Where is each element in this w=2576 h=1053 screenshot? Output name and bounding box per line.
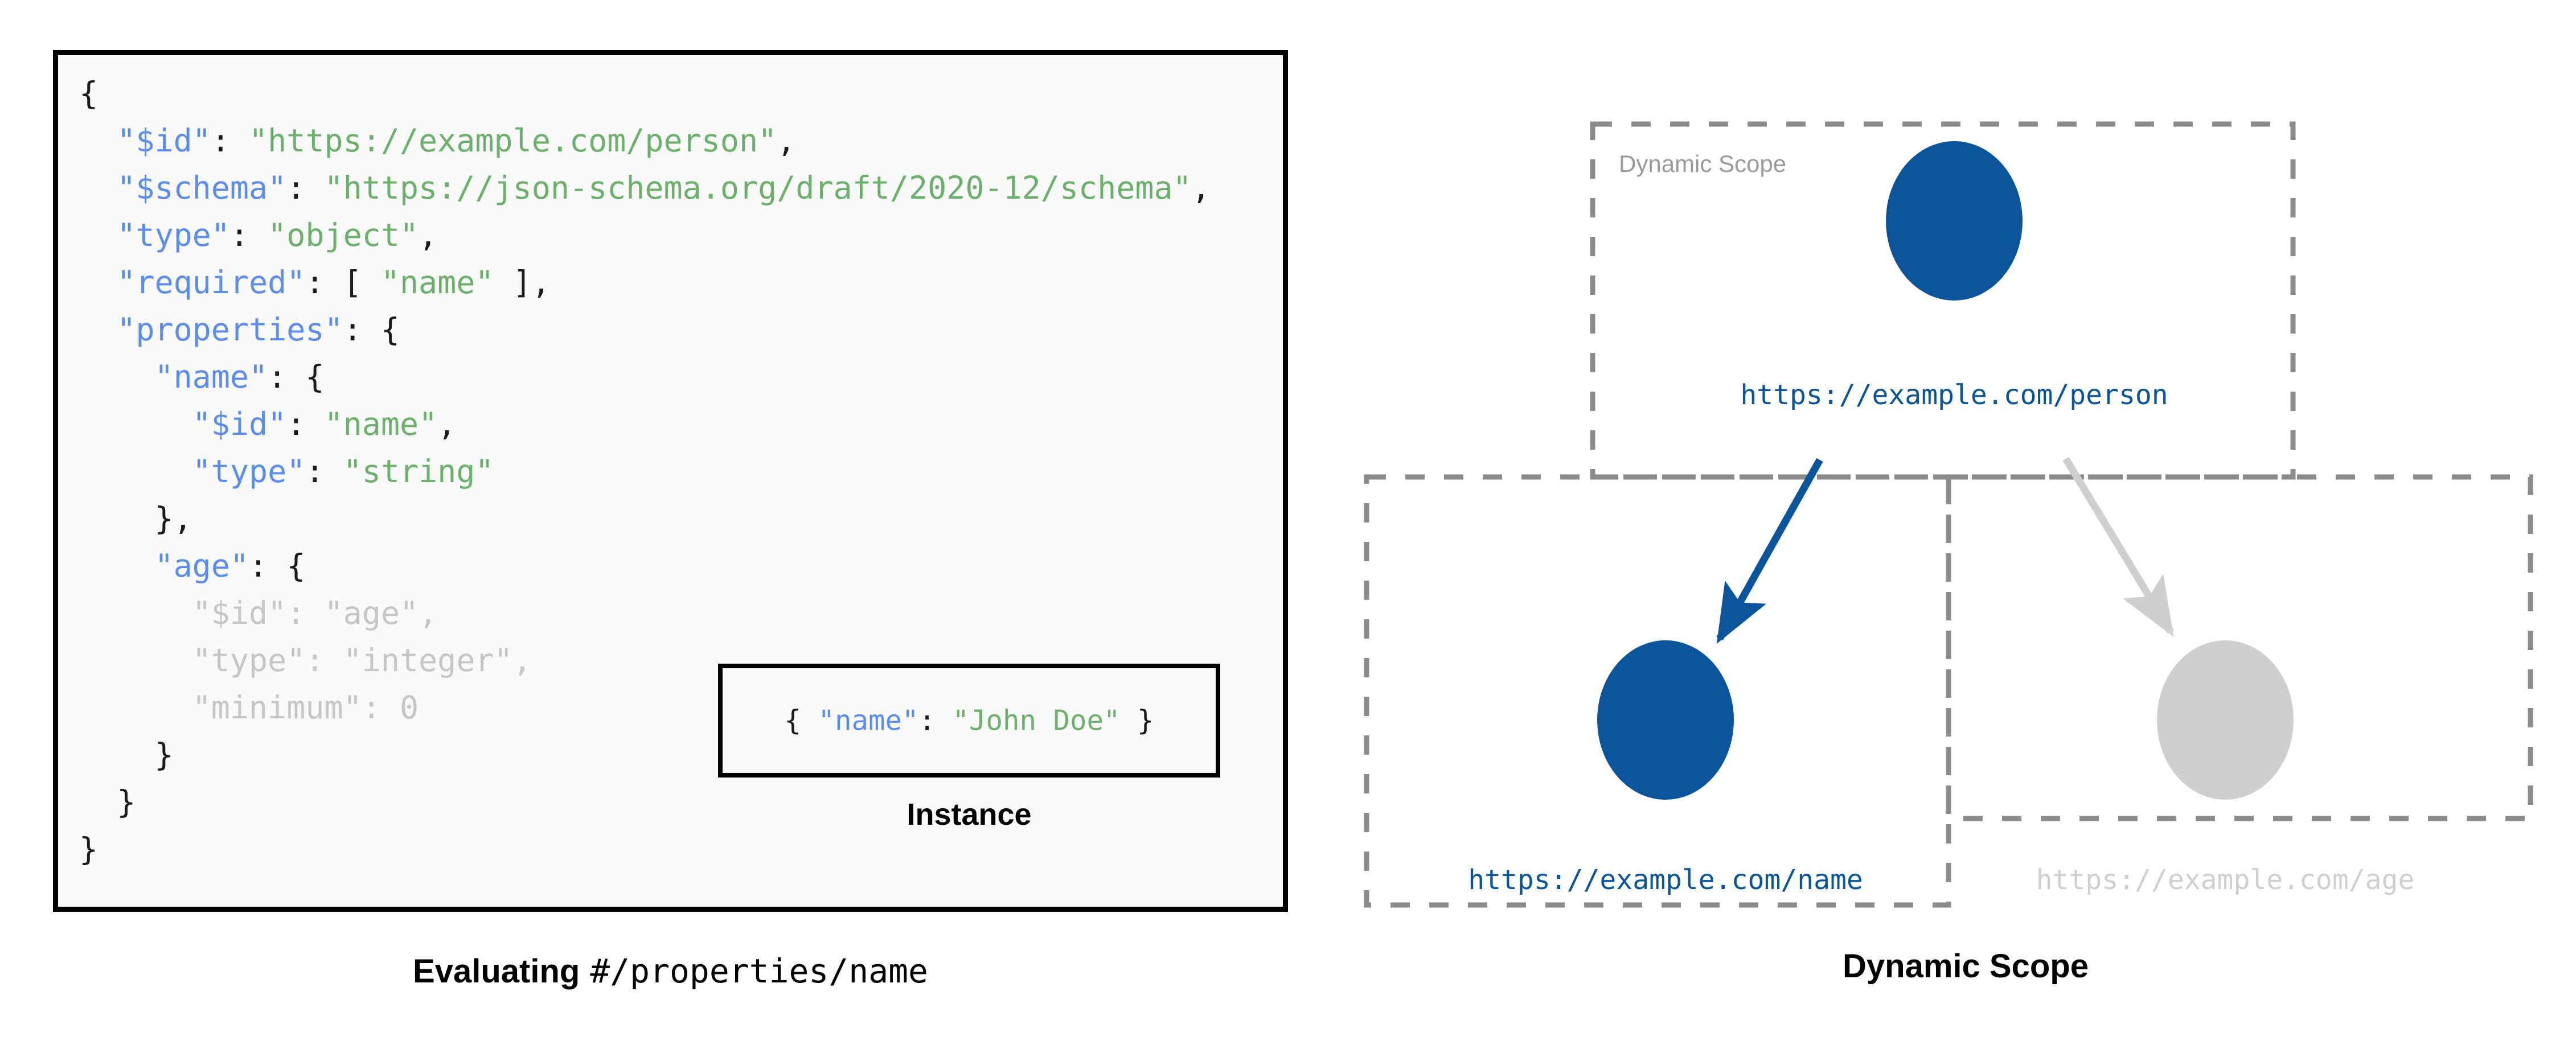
code-line: "$id": "name",: [79, 401, 1211, 448]
code-token: "name": [324, 406, 438, 442]
code-token: "object": [268, 217, 419, 253]
code-token: ,: [1191, 170, 1211, 206]
code-line: }: [79, 826, 1211, 873]
code-token: : {: [343, 311, 400, 348]
code-line: "$id": "age",: [79, 590, 1211, 637]
node-name: [1597, 640, 1734, 800]
code-token: : [: [305, 264, 381, 301]
code-token: :: [211, 122, 249, 159]
code-token: "integer": [343, 642, 513, 678]
left-caption-pointer: #/properties/name: [590, 952, 928, 990]
right-caption: Dynamic Scope: [1843, 948, 2089, 985]
node-person: [1886, 141, 2023, 301]
code-token: "properties": [117, 311, 343, 348]
code-token: :: [286, 170, 325, 206]
code-token: "$id": [192, 595, 287, 631]
node-label-age: https://example.com/age: [2036, 864, 2415, 896]
code-token: }: [154, 737, 174, 773]
instance-token: {: [784, 704, 818, 737]
code-line: }: [79, 731, 1211, 779]
code-token: "minimum": [192, 689, 362, 726]
instance-token: "John Doe": [952, 704, 1121, 737]
code-line: "minimum": 0: [79, 684, 1211, 731]
code-token: "type": [117, 217, 230, 253]
code-token: }: [117, 784, 136, 820]
scope-title-label: Dynamic Scope: [1619, 150, 1786, 177]
code-token: "$id": [117, 122, 211, 159]
code-line: }: [79, 779, 1211, 826]
edge-person-to-name: [1716, 458, 1823, 644]
code-token: "$id": [192, 406, 287, 442]
code-token: "https://example.com/person": [249, 122, 777, 159]
code-token: "name": [154, 359, 268, 395]
code-token: "string": [343, 453, 494, 490]
code-token: },: [154, 500, 192, 537]
instance-token: "name": [818, 704, 919, 737]
node-age: [2157, 640, 2294, 800]
code-line: "age": {: [79, 542, 1211, 590]
code-token: ],: [494, 264, 551, 301]
code-token: ,: [419, 217, 438, 253]
code-line: "$id": "https://example.com/person",: [79, 117, 1211, 164]
instance-box: { "name": "John Doe" }: [718, 664, 1220, 778]
scope-box-age: [1946, 474, 2533, 821]
instance-code: { "name": "John Doe" }: [723, 705, 1216, 737]
code-token: {: [79, 75, 99, 112]
code-line: "properties": {: [79, 306, 1211, 353]
code-token: :: [286, 595, 325, 631]
code-line: {: [79, 70, 1211, 117]
code-token: ,: [419, 595, 438, 631]
code-token: ,: [777, 122, 796, 159]
scope-box-person: [1590, 121, 2296, 480]
node-label-name: https://example.com/name: [1468, 864, 1863, 896]
dynamic-scope-diagram: Dynamic Scope https://example.com/person…: [1355, 97, 2576, 933]
schema-code-block: { "$id": "https://example.com/person", "…: [79, 70, 1211, 873]
code-token: "age": [324, 595, 419, 631]
code-line: "required": [ "name" ],: [79, 259, 1211, 306]
code-token: "name": [380, 264, 494, 301]
code-token: "$schema": [117, 170, 287, 206]
instance-token: :: [918, 704, 953, 737]
left-caption-bold: Evaluating: [413, 953, 580, 990]
code-token: :: [362, 689, 400, 726]
instance-label: Instance: [906, 797, 1032, 832]
code-line: "type": "integer",: [79, 637, 1211, 684]
code-token: ,: [437, 406, 457, 442]
code-line: "name": {: [79, 353, 1211, 401]
instance-token: }: [1120, 704, 1154, 737]
code-token: :: [286, 406, 325, 442]
code-token: "required": [117, 264, 306, 301]
code-line: },: [79, 495, 1211, 542]
code-line: "type": "object",: [79, 212, 1211, 259]
code-token: "type": [192, 642, 306, 678]
code-line: "type": "string": [79, 448, 1211, 495]
edge-person-to-age: [2062, 456, 2174, 637]
code-token: :: [305, 453, 343, 490]
code-token: 0: [399, 689, 419, 726]
code-token: "age": [154, 548, 249, 584]
code-token: : {: [249, 548, 306, 584]
left-caption: Evaluating #/properties/name: [53, 952, 1288, 990]
code-line: "$schema": "https://json-schema.org/draf…: [79, 164, 1211, 212]
code-token: ,: [512, 642, 532, 678]
code-token: "https://json-schema.org/draft/2020-12/s…: [324, 170, 1192, 206]
code-token: :: [305, 642, 343, 678]
code-token: "type": [192, 453, 306, 490]
code-token: :: [229, 217, 268, 253]
node-label-person: https://example.com/person: [1740, 379, 2168, 411]
code-token: : {: [268, 359, 325, 395]
code-token: }: [79, 831, 99, 867]
schema-code-panel: { "$id": "https://example.com/person", "…: [53, 50, 1288, 912]
